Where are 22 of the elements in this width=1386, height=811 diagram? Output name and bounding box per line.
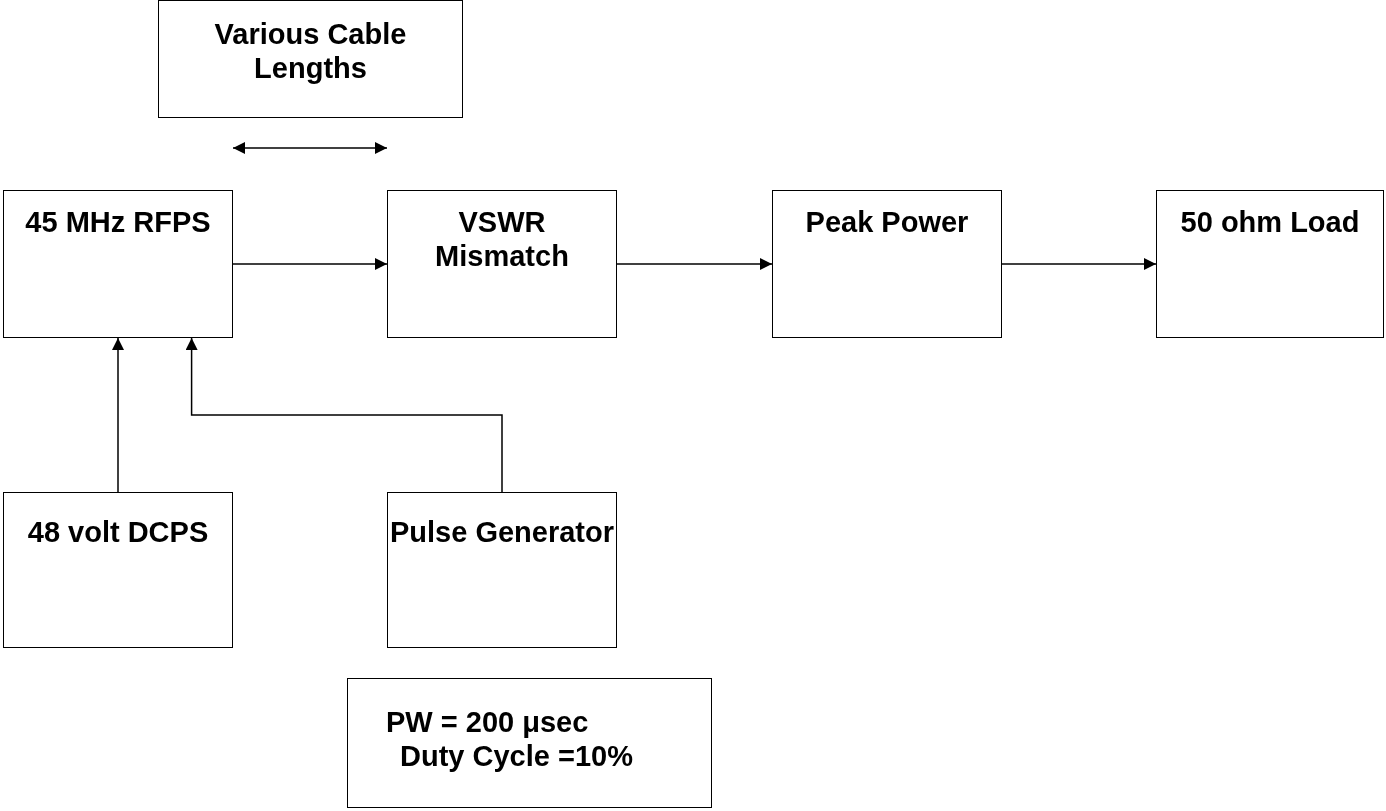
block-box	[1156, 190, 1384, 338]
block-box	[158, 0, 463, 118]
block-box	[387, 492, 617, 648]
block-box	[347, 678, 712, 808]
arrow	[112, 337, 124, 493]
block-box	[3, 492, 233, 648]
block-label: 48 volt DCPS	[26, 515, 210, 549]
block-label: Duty Cycle =10%	[399, 739, 634, 773]
block-box	[387, 190, 617, 338]
block-label: Pulse Generator	[389, 515, 615, 549]
block-label: Peak Power	[804, 205, 970, 239]
block-label: Various Cable Lengths	[213, 17, 408, 85]
arrow	[616, 258, 773, 270]
block-label: VSWR Mismatch	[434, 205, 570, 273]
block-label: PW = 200 μsec	[385, 705, 590, 739]
block-label: 45 MHz RFPS	[24, 205, 212, 239]
block-box	[3, 190, 233, 338]
arrow	[1001, 258, 1157, 270]
arrow	[232, 258, 388, 270]
block-box	[772, 190, 1002, 338]
block-label: 50 ohm Load	[1179, 205, 1361, 239]
arrow	[185, 337, 503, 493]
